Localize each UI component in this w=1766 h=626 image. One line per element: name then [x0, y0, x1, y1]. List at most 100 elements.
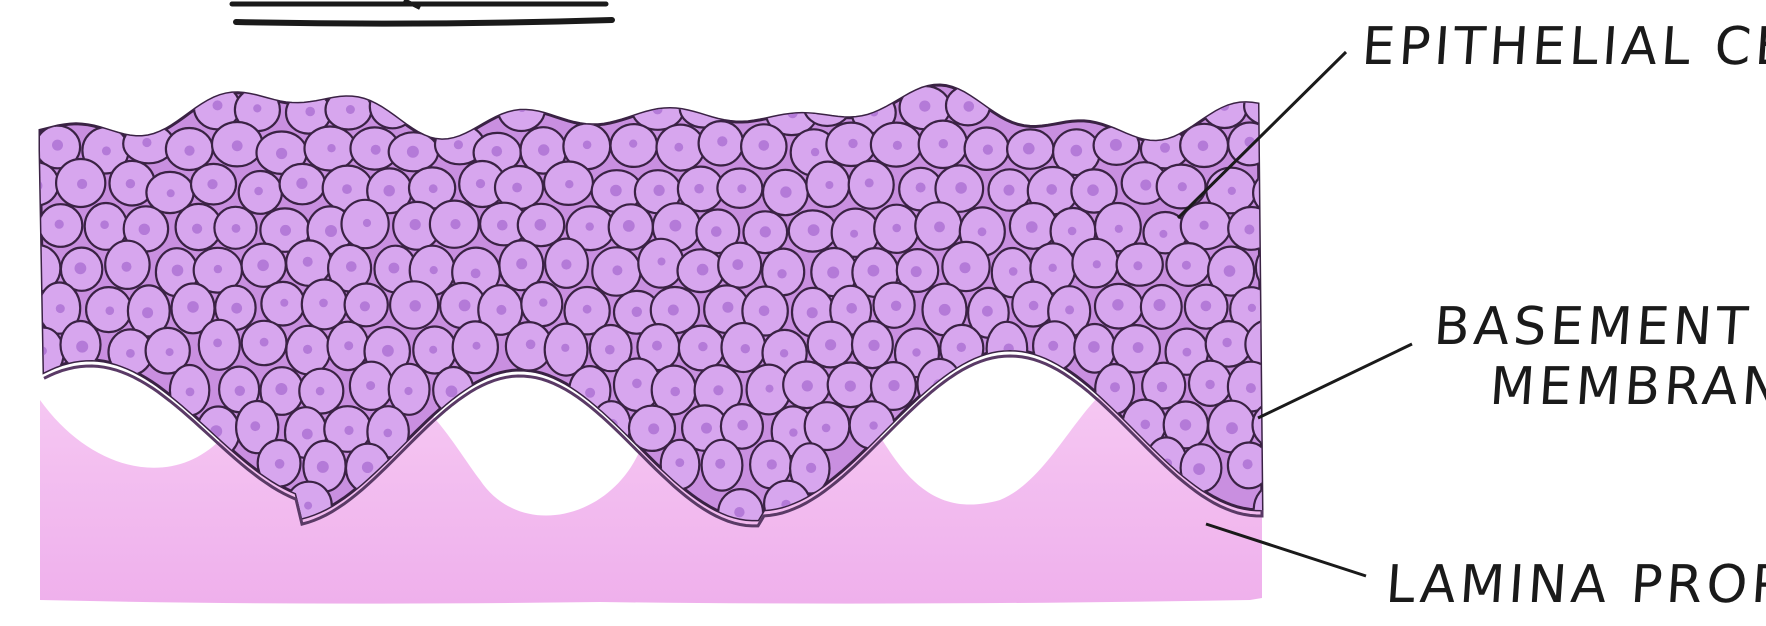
cell-nucleus: [404, 387, 412, 395]
cell-nucleus: [697, 264, 709, 276]
cell-nucleus: [52, 140, 63, 151]
cell-nucleus: [305, 107, 315, 117]
cell-nucleus: [1198, 141, 1209, 152]
cell-nucleus: [213, 339, 222, 348]
cell-nucleus: [1065, 305, 1074, 314]
cell-nucleus: [821, 102, 832, 113]
cell-nucleus: [280, 299, 288, 307]
cell-nucleus: [670, 220, 682, 232]
cell-nucleus: [1110, 139, 1122, 151]
cell-nucleus: [187, 301, 199, 313]
cell-nucleus: [1068, 227, 1077, 236]
label-basement-membrane: BASEMENT MEMBRANE: [1428, 298, 1766, 418]
cell-nucleus: [172, 265, 184, 277]
cell-nucleus: [1183, 348, 1192, 357]
cell-nucleus: [1023, 143, 1035, 155]
cell-nucleus: [363, 219, 371, 227]
cell-nucleus: [759, 306, 770, 317]
cell-nucleus: [142, 138, 151, 147]
cell-nucleus: [1246, 383, 1256, 393]
cell-nucleus: [407, 146, 419, 158]
cell-nucleus: [1133, 261, 1142, 270]
epithelial-cell: [1256, 244, 1298, 292]
cell-nucleus: [848, 139, 857, 148]
cell-nucleus: [888, 380, 899, 391]
cell-nucleus: [698, 104, 707, 113]
cell-nucleus: [526, 340, 536, 350]
cell-nucleus: [1178, 182, 1187, 191]
cell-nucleus: [802, 380, 813, 391]
cell-nucleus: [1228, 187, 1236, 195]
cell-nucleus: [846, 303, 857, 314]
cell-nucleus: [811, 148, 819, 156]
cell-nucleus: [410, 219, 421, 230]
cell-nucleus: [1004, 344, 1014, 354]
cell-nucleus: [231, 303, 242, 314]
cell-nucleus: [845, 381, 856, 392]
cell-nucleus: [737, 420, 748, 431]
cell-nucleus: [518, 103, 527, 112]
cell-nucleus: [912, 348, 920, 356]
cell-nucleus: [675, 458, 684, 467]
cell-nucleus: [384, 429, 393, 438]
cell-nucleus: [1180, 419, 1191, 430]
cell-nucleus: [366, 381, 375, 390]
cell-nucleus: [1182, 261, 1191, 270]
cell-nucleus: [605, 345, 615, 355]
cell-nucleus: [316, 387, 325, 396]
cell-nucleus: [1270, 188, 1279, 197]
cell-nucleus: [1140, 180, 1151, 191]
cell-nucleus: [235, 386, 245, 396]
cell-nucleus: [1154, 299, 1166, 311]
cell-nucleus: [1267, 340, 1275, 348]
cell-nucleus: [612, 265, 622, 275]
cell-nucleus: [1160, 143, 1170, 153]
cell-nucleus: [304, 502, 312, 510]
cell-nucleus: [632, 307, 642, 317]
epithelial-cell: [804, 86, 851, 126]
cell-nucleus: [960, 262, 971, 273]
cell-nucleus: [623, 220, 635, 232]
cell-nucleus: [1088, 341, 1100, 353]
cell-nucleus: [807, 307, 818, 318]
cell-nucleus: [780, 349, 788, 357]
cell-nucleus: [454, 140, 463, 149]
cell-nucleus: [56, 304, 65, 313]
cell-nucleus: [701, 423, 712, 434]
cell-nucleus: [957, 343, 966, 352]
cell-nucleus: [1112, 299, 1123, 310]
cell-nucleus: [892, 224, 901, 233]
cell-nucleus: [825, 339, 836, 350]
cell-nucleus: [711, 226, 722, 237]
cell-nucleus: [632, 379, 642, 389]
cell-nucleus: [232, 140, 243, 151]
cell-nucleus: [317, 461, 329, 473]
cell-nucleus: [916, 183, 926, 193]
cell-nucleus: [192, 224, 202, 234]
cell-nucleus: [964, 101, 975, 112]
cell-nucleus: [648, 423, 659, 434]
cell-nucleus: [586, 222, 594, 230]
cell-nucleus: [1026, 221, 1038, 233]
cell-nucleus: [1141, 420, 1151, 430]
cell-nucleus: [471, 269, 481, 279]
cell-nucleus: [737, 184, 746, 193]
cell-nucleus: [670, 387, 680, 397]
title-underline: [232, 0, 612, 24]
cell-nucleus: [1093, 260, 1101, 268]
cell-nucleus: [1004, 185, 1015, 196]
cell-nucleus: [722, 302, 733, 313]
cell-nucleus: [446, 386, 458, 398]
cell-nucleus: [891, 301, 901, 311]
cell-nucleus: [1263, 99, 1273, 109]
cell-nucleus: [327, 144, 335, 152]
cell-nucleus: [319, 299, 328, 308]
cell-nucleus: [210, 425, 222, 437]
cell-nucleus: [388, 102, 396, 110]
cell-nucleus: [1110, 382, 1120, 392]
cell-nucleus: [382, 345, 394, 357]
cell-nucleus: [982, 306, 993, 317]
cell-nucleus: [1201, 301, 1212, 312]
cell-nucleus: [869, 421, 877, 429]
cell-nucleus: [384, 185, 395, 196]
